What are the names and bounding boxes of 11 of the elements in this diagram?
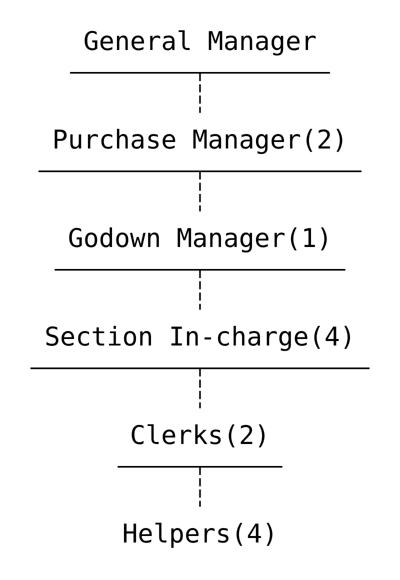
node-text: Purchase Manager(2) <box>52 125 348 156</box>
connector <box>199 466 201 507</box>
node-text: Section In-charge(4) <box>44 322 356 352</box>
node-text: Clerks(2) <box>130 420 270 451</box>
connector <box>199 72 201 113</box>
node-text: Helpers(4) <box>122 519 278 550</box>
connector <box>199 171 201 212</box>
node-text: Godown Manager(1) <box>68 224 332 254</box>
node-text: General Manager <box>83 26 317 57</box>
connector <box>199 368 201 408</box>
connector <box>199 270 201 310</box>
